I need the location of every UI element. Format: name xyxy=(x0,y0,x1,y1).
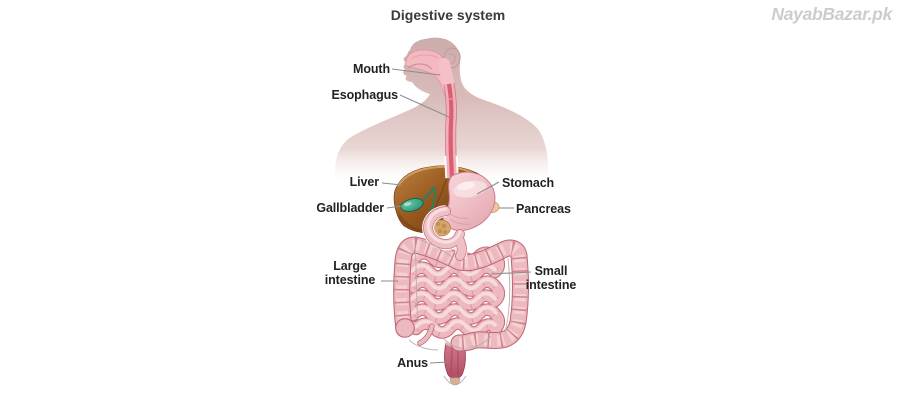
esophagus-liver-crossing xyxy=(451,156,452,178)
label-pancreas: Pancreas xyxy=(516,202,571,216)
label-small-intestine: Small intestine xyxy=(525,264,577,293)
mouth-pointer-line xyxy=(391,68,441,76)
label-large-intestine: Large intestine xyxy=(324,259,376,288)
liver-pointer-line xyxy=(381,182,403,186)
small-intestine-pointer-line xyxy=(490,271,532,275)
esophagus-pointer-line xyxy=(399,94,450,118)
label-esophagus: Esophagus xyxy=(331,88,399,102)
duodenum-shape xyxy=(428,209,462,256)
mesentery-outlines xyxy=(408,239,511,385)
label-mouth: Mouth xyxy=(353,62,390,76)
large-intestine-shape xyxy=(395,245,520,343)
label-stomach: Stomach xyxy=(502,176,555,190)
pointer-lines xyxy=(381,68,532,364)
page-title: Digestive system xyxy=(390,7,506,23)
esophagus-shape xyxy=(438,58,457,177)
label-gallbladder: Gallbladder xyxy=(316,201,384,215)
anus-pointer-line xyxy=(429,361,450,364)
stomach-pointer-line xyxy=(476,181,500,195)
stomach-shape xyxy=(442,171,496,232)
label-anus: Anus xyxy=(397,356,428,370)
watermark-text: NayabBazar.pk xyxy=(771,4,892,24)
gallbladder-pointer-line xyxy=(386,205,403,209)
label-liver: Liver xyxy=(349,175,379,189)
